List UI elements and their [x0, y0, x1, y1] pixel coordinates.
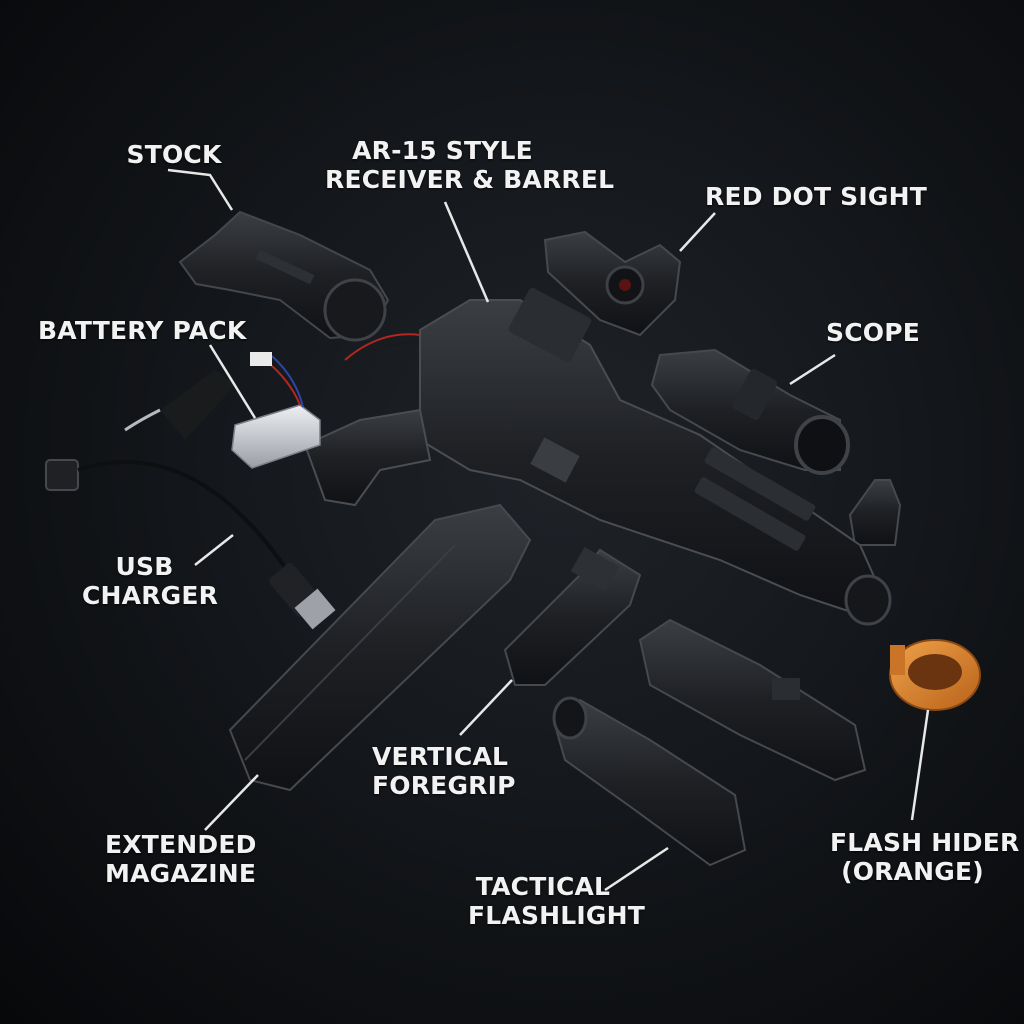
- red-dot-sight-part: [543, 230, 682, 337]
- receiver-barrel-part: [303, 287, 892, 626]
- flash-hider-leader-line: [910, 709, 930, 821]
- red-dot-label: RED DOT SIGHT: [705, 182, 927, 211]
- magazine-label-line1: EXTENDED: [105, 830, 257, 859]
- stock-part: [178, 210, 426, 369]
- front-sight-part: [848, 479, 902, 546]
- lanyard-part: [124, 370, 235, 440]
- foregrip-label-line1: VERTICAL: [372, 742, 509, 771]
- flashlight-label-line1: TACTICAL: [475, 872, 611, 901]
- receiver-leader-line: [443, 201, 490, 303]
- foregrip-label-line2: FOREGRIP: [372, 771, 516, 800]
- extended-magazine-part: [228, 503, 532, 792]
- foregrip-label: VERTICAL FOREGRIP: [372, 742, 516, 800]
- receiver-label: AR-15 STYLE RECEIVER & BARREL: [325, 136, 615, 194]
- red-dot-leader-line: [679, 212, 716, 252]
- usb-label: USB CHARGER: [82, 552, 219, 610]
- scope-label-text: SCOPE: [826, 318, 921, 347]
- flashlight-label-line2: FLASHLIGHT: [468, 901, 646, 930]
- scope-part: [650, 348, 850, 475]
- stock-label-text: STOCK: [126, 140, 222, 169]
- stock-leader-line: [167, 168, 234, 211]
- foregrip-leader-line: [459, 679, 513, 736]
- usb-charger-part: [45, 459, 336, 630]
- vertical-foregrip-part: [503, 546, 642, 686]
- usb-label-line2: CHARGER: [82, 581, 219, 610]
- flash-hider-label: FLASH HIDER (ORANGE): [830, 828, 1020, 886]
- flashlight-label: TACTICAL FLASHLIGHT: [468, 872, 646, 930]
- scope-label: SCOPE: [826, 318, 921, 347]
- stock-label: STOCK: [118, 140, 230, 169]
- flash-hider-part: [889, 639, 981, 711]
- usb-leader-line: [194, 534, 234, 566]
- battery-label: BATTERY PACK: [38, 316, 247, 345]
- flash-hider-label-line1: FLASH HIDER: [830, 828, 1020, 857]
- battery-label-text: BATTERY PACK: [38, 316, 247, 345]
- flashlight-part-2: [638, 618, 867, 782]
- magazine-label-line2: MAGAZINE: [105, 859, 257, 888]
- magazine-label: EXTENDED MAGAZINE: [105, 830, 257, 888]
- battery-leader-line: [208, 344, 257, 419]
- leader-lines: [167, 168, 930, 892]
- flashlight-leader-line: [604, 846, 669, 892]
- usb-label-line1: USB: [115, 552, 174, 581]
- magazine-leader-line: [204, 774, 259, 831]
- scope-leader-line: [789, 353, 836, 386]
- flash-hider-label-line2: (ORANGE): [841, 857, 984, 886]
- battery-pack-part: [231, 352, 321, 469]
- receiver-label-line1: AR-15 STYLE: [352, 136, 533, 165]
- tactical-flashlight-part: [552, 696, 747, 867]
- red-dot-label-text: RED DOT SIGHT: [705, 182, 927, 211]
- receiver-label-line2: RECEIVER & BARREL: [325, 165, 615, 194]
